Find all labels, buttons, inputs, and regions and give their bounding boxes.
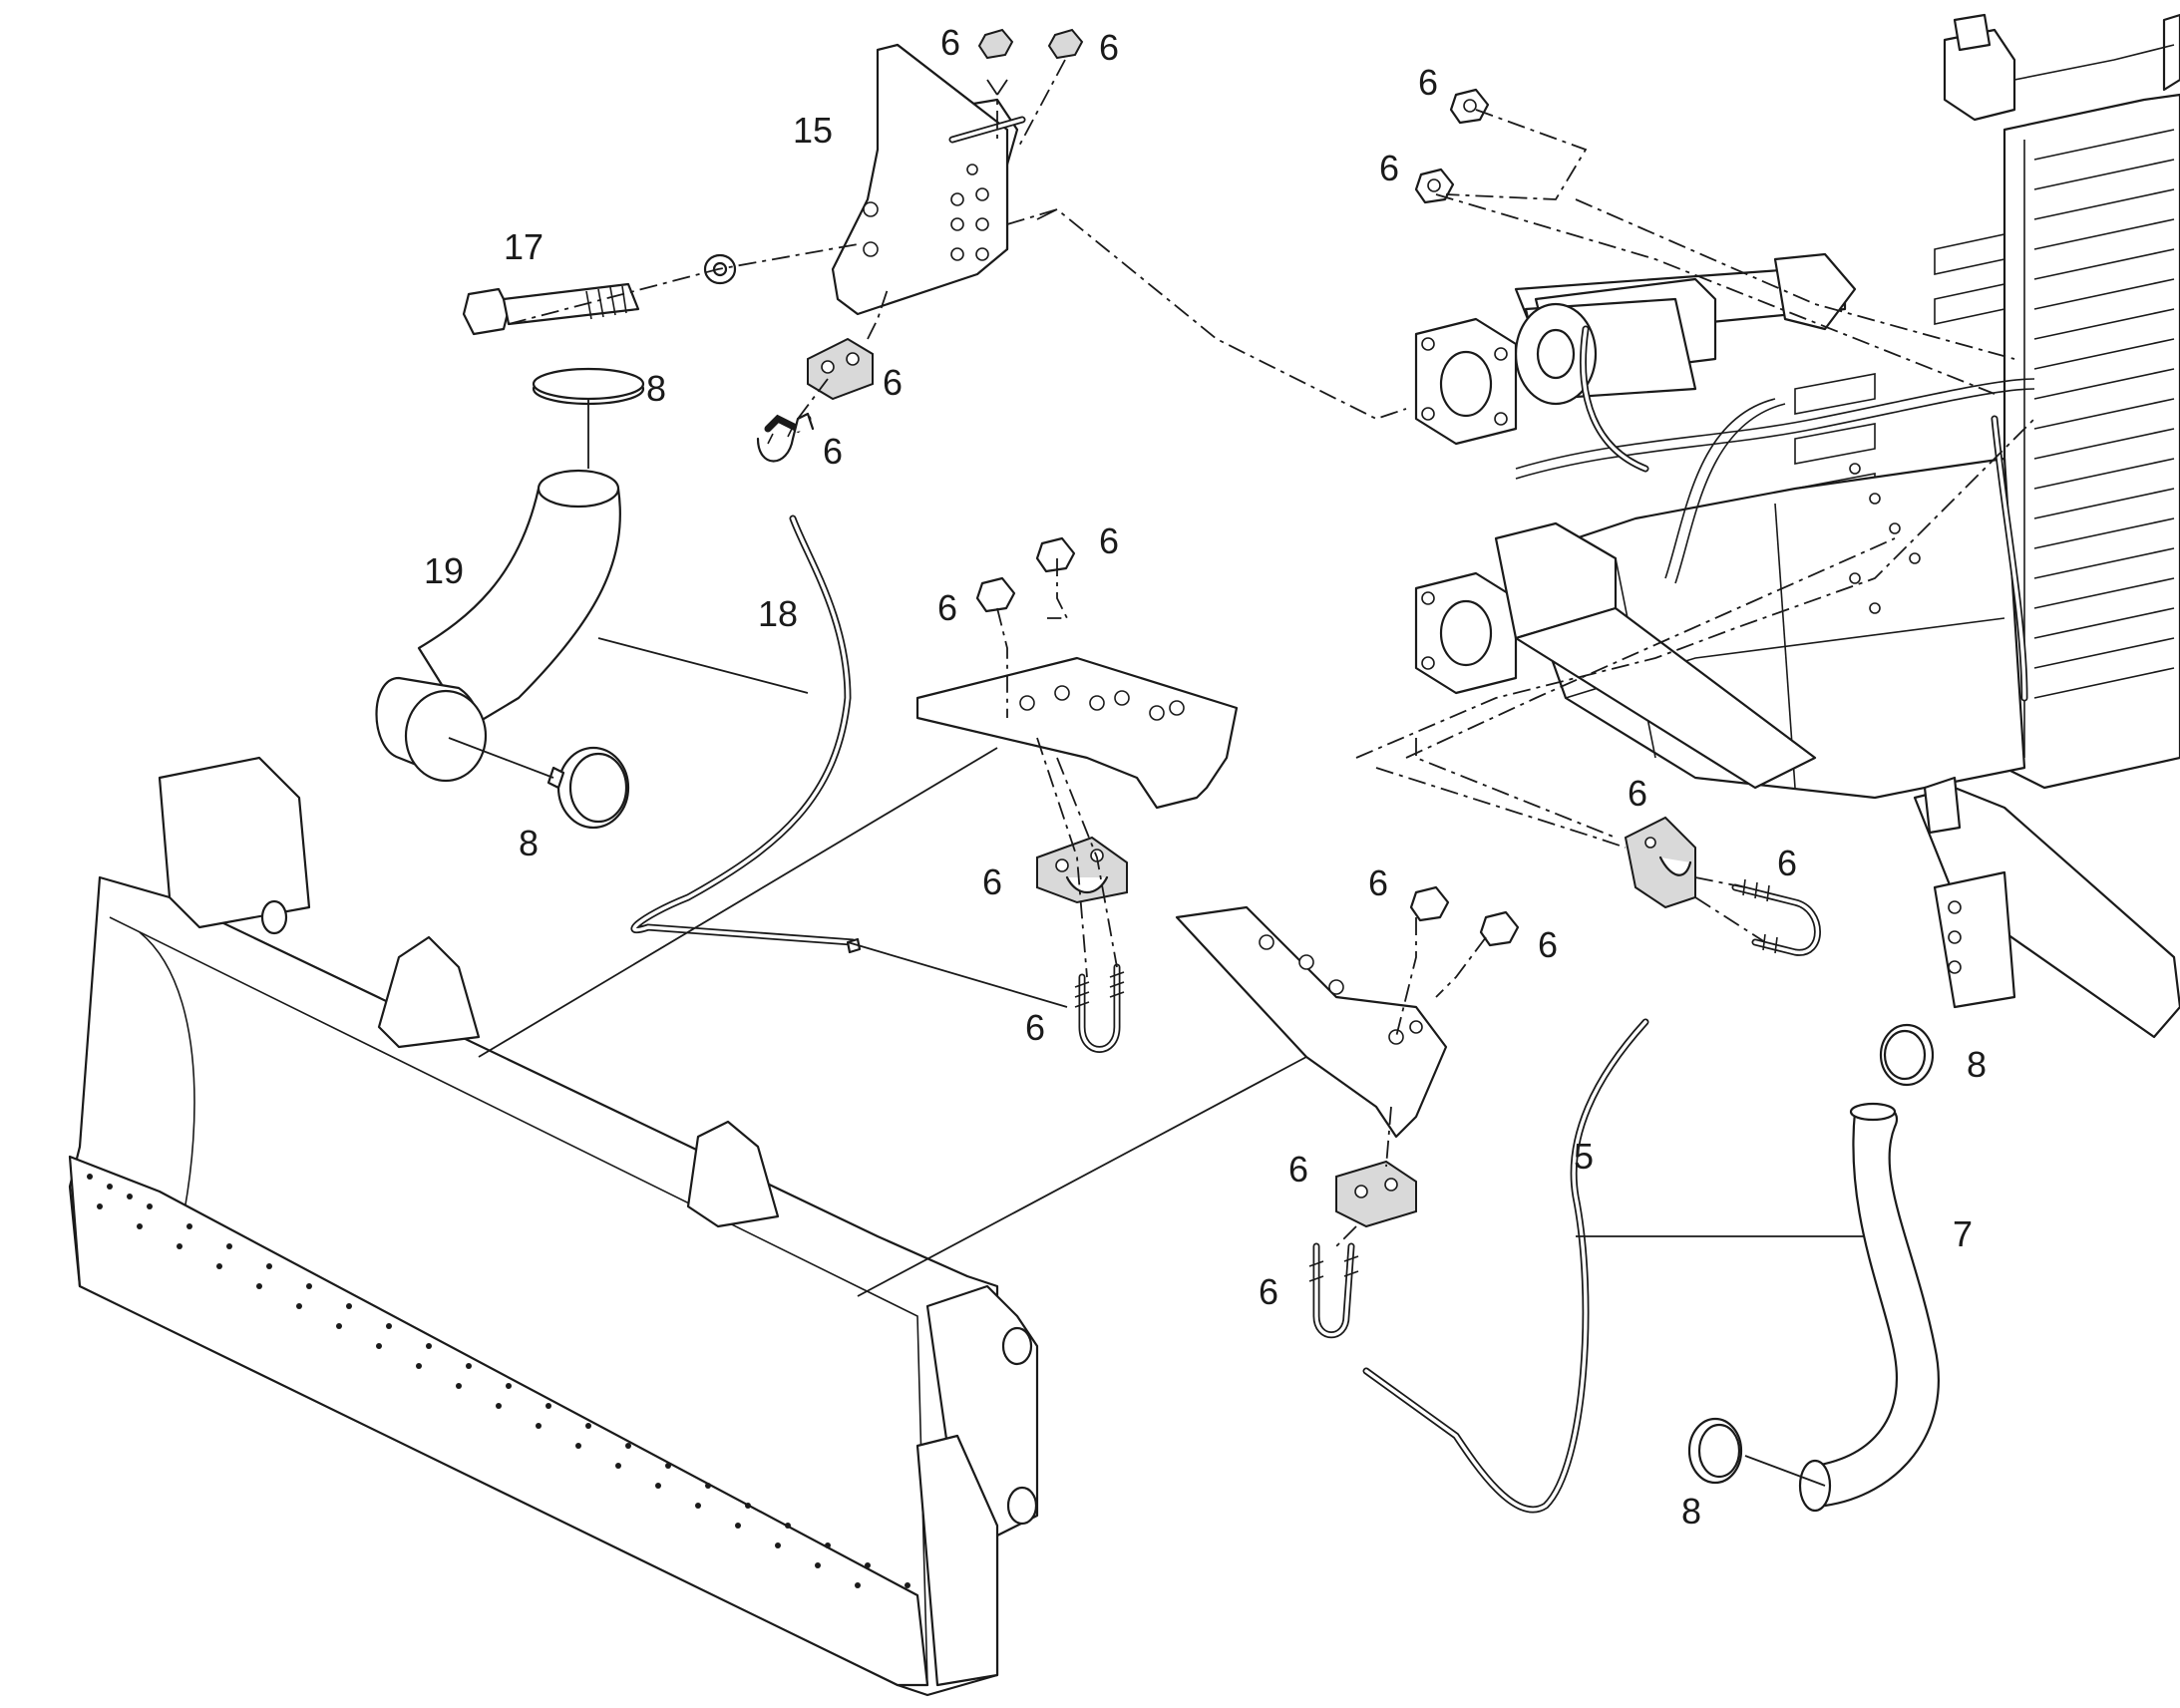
- callout-6-clamp-lower: 6: [1288, 1149, 1308, 1190]
- callout-6-nut-top-left: 6: [940, 22, 960, 63]
- tube-18: [630, 514, 862, 954]
- callout-18: 18: [758, 593, 798, 634]
- callout-6-clamp-top: 6: [883, 362, 903, 403]
- leader-lines: [448, 208, 1865, 1487]
- tube-5: [1362, 1018, 1649, 1514]
- callout-6-ubolt-top: 6: [823, 431, 843, 472]
- callout-8-left: 8: [519, 823, 539, 863]
- callout-7: 7: [1953, 1213, 1973, 1254]
- callout-8-top: 8: [646, 368, 666, 409]
- nuts: [975, 28, 1520, 947]
- callout-6-clamp-middle: 6: [982, 861, 1002, 902]
- callout-6-clamp-right: 6: [1628, 773, 1647, 814]
- callout-6-nut-plate-right: 6: [1099, 520, 1119, 561]
- callout-6-nut-upper: 6: [1418, 62, 1438, 103]
- callout-5: 5: [1574, 1136, 1594, 1177]
- callout-6-ubolt-lower: 6: [1259, 1271, 1278, 1312]
- callout-8-bottom: 8: [1681, 1491, 1701, 1532]
- callout-6-nut-lower-plate-right: 6: [1538, 924, 1558, 965]
- callout-8-right: 8: [1967, 1044, 1987, 1085]
- center-lines: [508, 59, 2035, 1247]
- clamp-blocks: [807, 337, 1696, 1228]
- hose-7: [1687, 1023, 1940, 1513]
- callout-6-nut-lower: 6: [1379, 148, 1399, 188]
- cutting-edge-bolts: [87, 1174, 910, 1588]
- hose-19: [375, 367, 645, 830]
- callout-6-nut-top-right: 6: [1099, 27, 1119, 68]
- machine-frame: [1414, 13, 2180, 1039]
- callout-19: 19: [424, 550, 464, 591]
- callout-6-ubolt-middle: 6: [1025, 1007, 1045, 1048]
- callout-15: 15: [793, 110, 833, 151]
- bracket-15: [831, 43, 1026, 316]
- callout-17: 17: [504, 226, 544, 267]
- callouts: 15 17 19 18 5 7 8 8 8 8 6 6 6 6 6 6 6 6 …: [424, 22, 1987, 1532]
- callout-6-ubolt-right: 6: [1777, 843, 1797, 883]
- callout-6-nut-lower-plate-left: 6: [1368, 862, 1388, 903]
- dozer-blade: [68, 756, 1039, 1697]
- mounting-plates: [915, 656, 1448, 1139]
- callout-6-nut-plate-left: 6: [937, 587, 957, 628]
- u-bolts: [756, 412, 1821, 1339]
